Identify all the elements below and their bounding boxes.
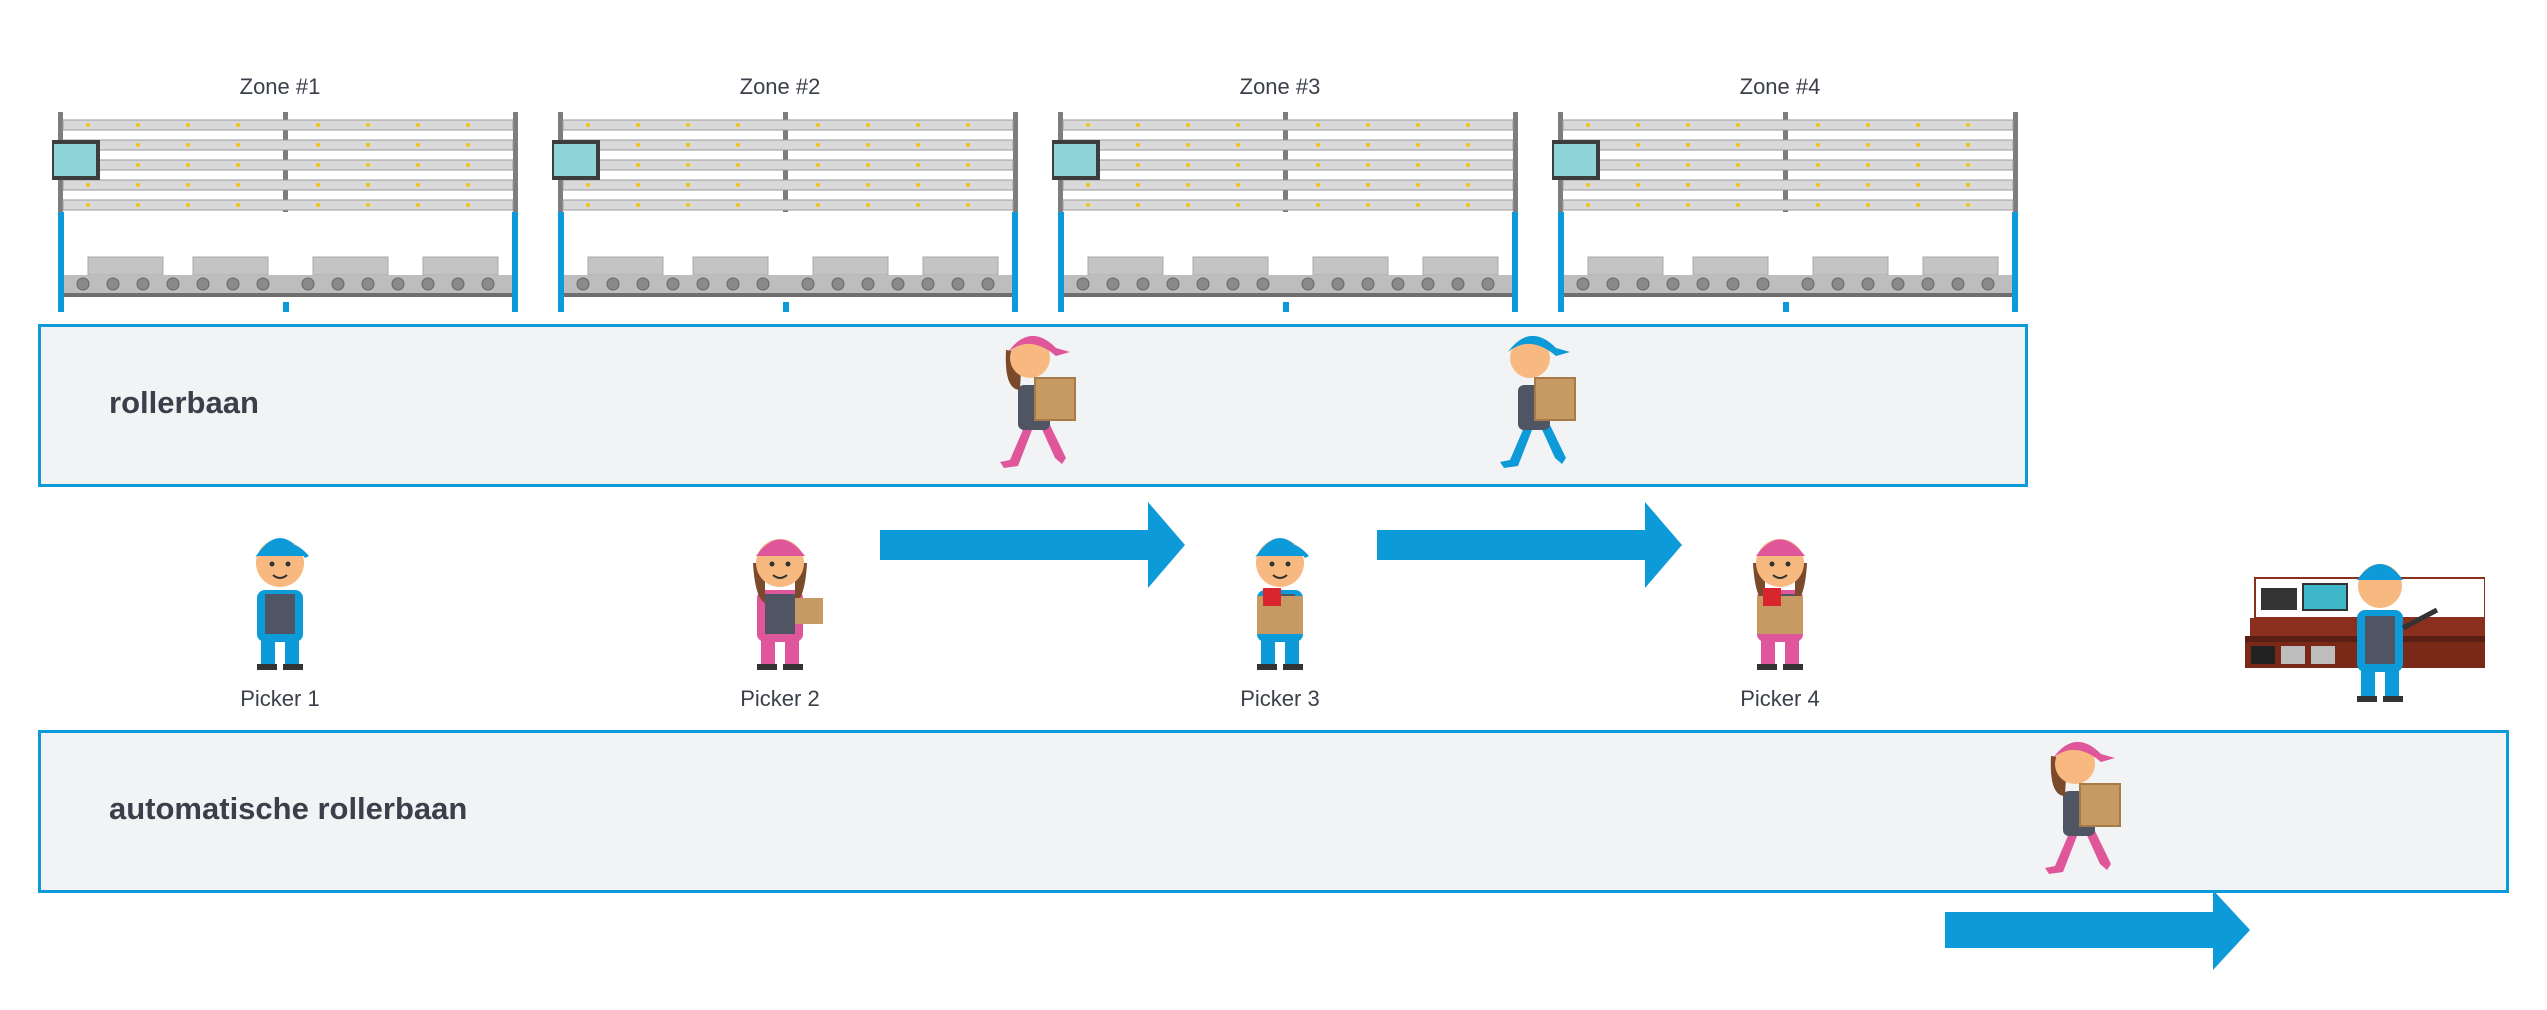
flow-arrow-2 <box>1377 502 1682 588</box>
flow-arrow-1 <box>880 502 1185 588</box>
picker-3-figure <box>1254 537 1310 671</box>
picker-1-figure <box>254 537 310 671</box>
picker-label-3: Picker 3 <box>1240 686 1320 711</box>
picker-label-2: Picker 2 <box>740 686 820 711</box>
automatische-rollerbaan-lane: automatische rollerbaan <box>38 730 2509 893</box>
zone-label-3: Zone #3 <box>1239 74 1321 99</box>
walking-picker-blue <box>1500 334 1576 469</box>
picker-label-4: Picker 4 <box>1740 686 1820 711</box>
rack-zone-4 <box>1552 112 2019 313</box>
zone-label-4: Zone #4 <box>1739 74 1821 99</box>
packing-station <box>2245 564 2485 702</box>
zone-label-1: Zone #1 <box>239 74 321 99</box>
automatische-rollerbaan-label: automatische rollerbaan <box>109 791 468 826</box>
picker-2-figure <box>752 538 823 671</box>
zone-label-2: Zone #2 <box>739 74 821 99</box>
flow-arrow-auto <box>1945 890 2250 970</box>
walking-picker-pink <box>1000 334 1076 469</box>
rack-zone-1 <box>52 112 519 313</box>
rack-zone-3 <box>1052 112 1519 313</box>
picker-label-1: Picker 1 <box>240 686 320 711</box>
rack-zone-2 <box>552 112 1019 313</box>
picker-4-figure <box>1752 538 1808 671</box>
walking-picker-auto <box>2045 740 2121 875</box>
rollerbaan-label: rollerbaan <box>109 385 259 420</box>
